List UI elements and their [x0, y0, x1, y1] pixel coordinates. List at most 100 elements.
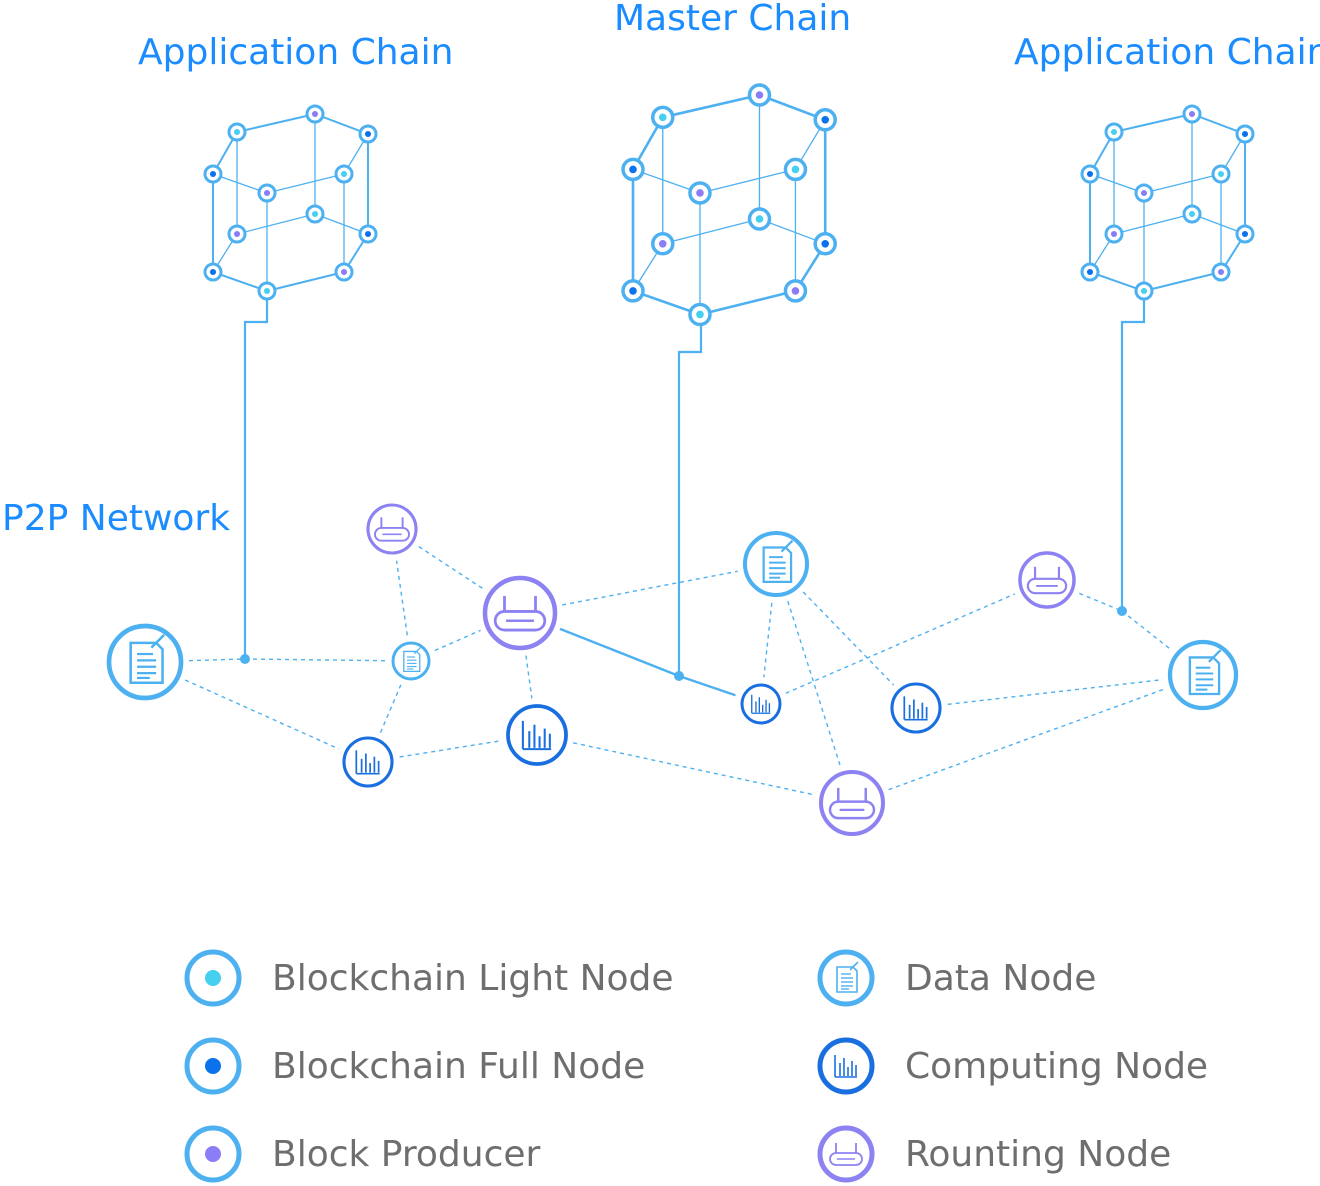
- routing-node: [818, 769, 886, 837]
- chain-full-node: [203, 164, 223, 184]
- chain-block-producer: [1104, 224, 1124, 244]
- chain-full-node: [358, 124, 378, 144]
- chain-inner-edge: [1113, 213, 1193, 235]
- p2p-link: [395, 560, 408, 636]
- network-nodes: [106, 503, 1239, 837]
- chain-block-producer: [257, 183, 277, 203]
- p2p-link: [188, 658, 246, 662]
- routing-node-icon: [817, 1125, 875, 1183]
- chain-inner-edge: [1143, 173, 1222, 194]
- block-producer-icon: [184, 1125, 242, 1183]
- p2p-link: [184, 679, 340, 750]
- p2p-link: [244, 658, 386, 662]
- data-node-icon: [817, 949, 875, 1007]
- legend-full-node-label: Blockchain Full Node: [272, 1045, 646, 1087]
- junction-dot: [1117, 606, 1127, 616]
- junction-dot: [240, 654, 250, 664]
- chain-inner-edge: [212, 173, 268, 194]
- p2p-link: [1121, 610, 1172, 651]
- chain-edge: [1143, 271, 1222, 292]
- chain-full-node: [203, 262, 223, 282]
- legend-data-node: Data Node: [815, 946, 1096, 1010]
- chain-full-node: [813, 108, 837, 132]
- chain-light-node: [688, 302, 712, 327]
- chain-light-node: [1211, 164, 1231, 184]
- chain-block-producer: [783, 279, 808, 303]
- chain-block-producer: [1134, 183, 1154, 203]
- chain-light-node: [1134, 281, 1154, 301]
- legend-computing-node: Computing Node: [815, 1034, 1208, 1098]
- left-chain-title: Application Chain: [138, 32, 454, 73]
- chain-light-node: [783, 157, 808, 182]
- routing-node: [366, 503, 418, 555]
- chain-inner-edge: [1089, 173, 1145, 194]
- chain-edge: [212, 271, 268, 292]
- chain-light-node: [747, 207, 772, 231]
- chain-full-node: [1235, 224, 1255, 244]
- chain-edge: [1113, 113, 1193, 133]
- chain-light-node: [1182, 204, 1202, 224]
- chain-inner-edge: [699, 168, 796, 194]
- chain-edge: [699, 289, 796, 316]
- p2p-link: [947, 678, 1163, 706]
- computing-node-icon: [817, 1037, 875, 1095]
- p2p-link: [418, 545, 485, 590]
- chain-light-node: [305, 204, 325, 224]
- legend-routing-node-label: Rounting Node: [905, 1133, 1172, 1175]
- routing-node: [1018, 551, 1076, 609]
- light-node-icon: [184, 949, 242, 1007]
- p2p-link: [1079, 592, 1123, 612]
- chain-edge: [632, 289, 701, 316]
- data-node: [106, 623, 184, 701]
- p2p-link: [434, 629, 481, 652]
- p2p-network-title: P2P Network: [2, 498, 231, 539]
- p2p-link: [562, 570, 738, 606]
- chain-block-producer: [305, 104, 325, 124]
- chains: [203, 83, 1255, 681]
- legend-light-node: Blockchain Light Node: [182, 946, 674, 1010]
- master-chain: [621, 83, 837, 681]
- legend-computing-node-label: Computing Node: [905, 1045, 1209, 1087]
- chain-full-node: [621, 157, 645, 182]
- chain-block-producer: [1182, 104, 1202, 124]
- chain-inner-edge: [662, 218, 760, 245]
- computing-node: [740, 683, 782, 725]
- computing-node: [890, 682, 942, 734]
- computing-node: [506, 704, 568, 766]
- right-chain-title: Application Chain: [1014, 32, 1320, 73]
- data-node: [1167, 639, 1239, 711]
- legend-full-node: Blockchain Full Node: [182, 1034, 645, 1098]
- legend-data-node-label: Data Node: [905, 957, 1097, 999]
- legend-block-producer-label: Block Producer: [272, 1133, 541, 1175]
- chain-block-producer: [227, 224, 247, 244]
- p2p-link: [573, 742, 815, 796]
- p2p-link: [763, 602, 773, 678]
- junction-dot: [674, 671, 684, 681]
- chain-edge: [1089, 271, 1145, 292]
- legend-routing-node: Rounting Node: [815, 1122, 1171, 1186]
- computing-node: [342, 736, 394, 788]
- chain-light-node: [334, 164, 354, 184]
- chain-full-node: [621, 279, 645, 303]
- chain-inner-edge: [632, 168, 701, 194]
- chain-inner-edge: [266, 173, 345, 194]
- p2p-link: [785, 593, 1016, 694]
- p2p-link: [525, 655, 533, 699]
- chain-connector: [243, 291, 269, 659]
- p2p-link: [802, 591, 895, 686]
- chain-full-node: [1235, 124, 1255, 144]
- chain-block-producer: [1211, 262, 1231, 282]
- chain-block-producer: [651, 232, 675, 256]
- chain-light-node: [1104, 122, 1124, 142]
- chain-light-node: [257, 281, 277, 301]
- chain-connector: [677, 314, 703, 676]
- legend-block-producer: Block Producer: [182, 1122, 540, 1186]
- chain-edge: [236, 113, 316, 133]
- chain-full-node: [1080, 164, 1100, 184]
- chain-inner-edge: [236, 213, 316, 235]
- chain-full-node: [358, 224, 378, 244]
- chain-full-node: [1080, 262, 1100, 282]
- master-chain-link: [559, 627, 680, 678]
